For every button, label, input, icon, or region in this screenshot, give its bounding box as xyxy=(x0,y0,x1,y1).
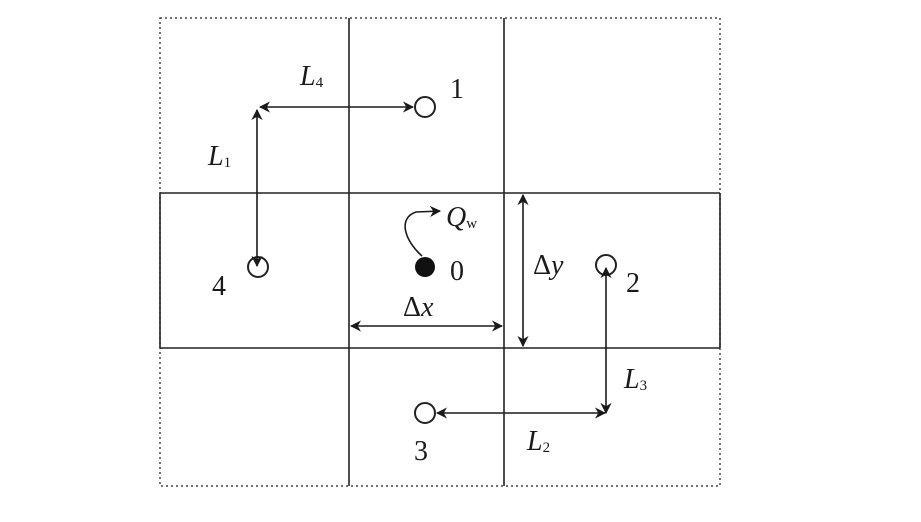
node-2-label: 2 xyxy=(626,268,640,299)
node-4-marker xyxy=(247,256,269,278)
l4-label: L4 xyxy=(299,61,324,92)
node-1-label: 1 xyxy=(450,74,464,105)
grid-lines xyxy=(159,18,721,486)
l1-label: L1 xyxy=(207,141,231,172)
qw-label: Qw xyxy=(446,202,477,233)
node-1-marker xyxy=(414,96,436,118)
qw-flow-arrow xyxy=(404,205,442,257)
node-3-marker xyxy=(414,402,436,424)
outer-boundary xyxy=(159,17,721,487)
l2-label: L2 xyxy=(526,426,550,457)
node-4-label: 4 xyxy=(212,271,226,302)
dy-label: Δy xyxy=(533,250,564,281)
node-0-label: 0 xyxy=(450,256,464,287)
dx-label: Δx xyxy=(403,292,434,323)
node-3-label: 3 xyxy=(414,436,428,467)
node-0-marker xyxy=(415,257,435,277)
l3-label: L3 xyxy=(623,364,647,395)
